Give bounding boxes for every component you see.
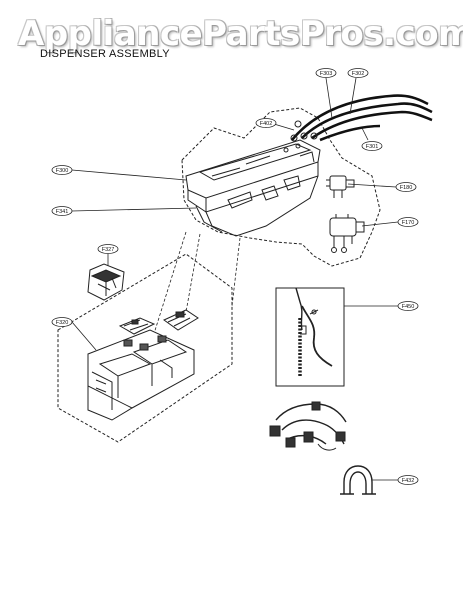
detergent-drawer: [87, 329, 195, 421]
callout-f320: [51, 317, 73, 327]
hose-clip: [340, 465, 376, 495]
dispenser-housing: [185, 139, 321, 237]
callout-label-f402: F402: [260, 121, 273, 127]
callout-f303: [315, 68, 337, 78]
hose-clamps: [290, 120, 318, 142]
water-valve-lower: [329, 214, 365, 253]
water-valve-upper: [326, 175, 355, 198]
callout-f180: [395, 182, 417, 192]
callout-f170: [397, 217, 419, 227]
leader-f320: [71, 321, 97, 351]
drawer-insert-right: [163, 309, 199, 331]
siphon-cap: [87, 263, 125, 301]
callout-f402: [255, 118, 277, 128]
callout-f300: [51, 165, 73, 175]
callout-f432: [397, 475, 419, 485]
callout-label-f327: F327: [102, 247, 115, 253]
callout-labels: F303 F302 F402 F301 F300 F180 F341 F170 …: [56, 71, 415, 484]
callout-label-f301: F301: [366, 144, 379, 150]
callout-f450: [397, 301, 419, 311]
callout-label-f303: F303: [320, 71, 333, 77]
callouts: [51, 68, 419, 485]
callout-label-f320: F320: [56, 320, 69, 326]
drawer-assembly-outline: [57, 253, 233, 443]
callout-f327: [97, 244, 119, 254]
watermark: AppliancePartsPros.com: [18, 14, 463, 54]
callout-label-f170: F170: [402, 220, 415, 226]
callout-label-f341: F341: [56, 209, 69, 215]
diagram-title: DISPENSER ASSEMBLY: [40, 48, 170, 60]
drawer-insert-left: [118, 317, 156, 335]
callout-label-f302: F302: [352, 71, 365, 77]
callout-f302: [347, 68, 369, 78]
callout-label-f432: F432: [402, 478, 415, 484]
hose-bundle: [290, 94, 433, 142]
projection-lines: [151, 231, 241, 341]
harness-frame: [275, 287, 345, 387]
callout-f341: [51, 206, 73, 216]
wire-harness: [295, 287, 333, 376]
harness-loose: [269, 401, 347, 451]
callout-label-f300: F300: [56, 168, 69, 174]
callout-label-f450: F450: [402, 304, 415, 310]
leader-lines-upper: [71, 77, 399, 227]
callout-f301: [361, 141, 383, 151]
callout-label-f180: F180: [400, 185, 413, 191]
